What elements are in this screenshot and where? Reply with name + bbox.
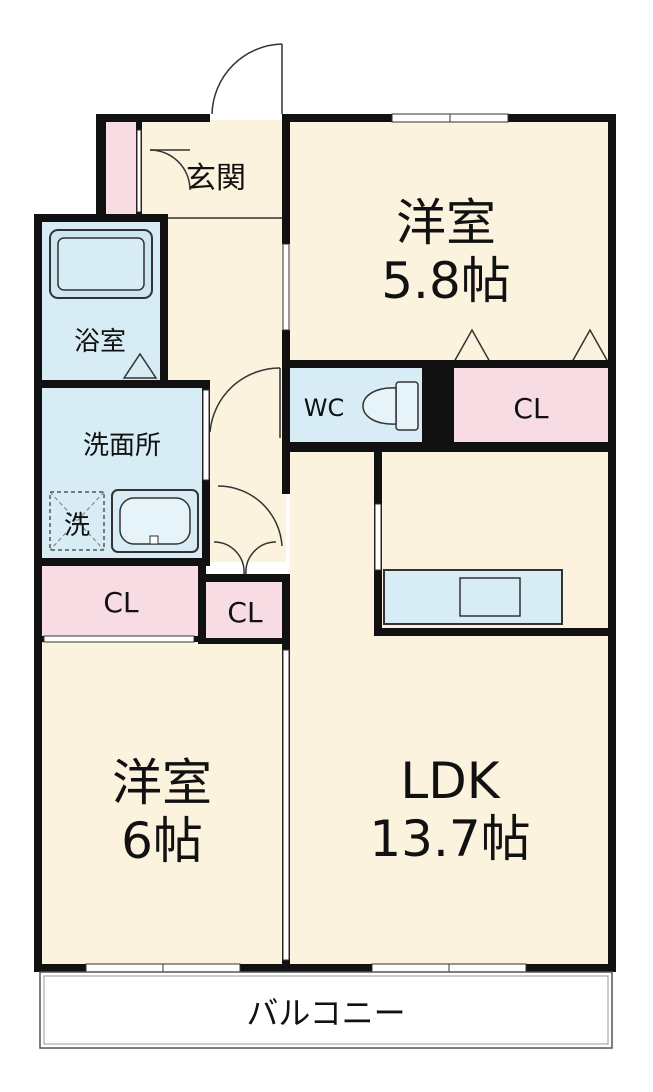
label-cl-2: CL bbox=[103, 586, 139, 619]
washer-diag-1 bbox=[49, 491, 105, 551]
toilet-bowl bbox=[362, 387, 397, 425]
sliding-room1-hall bbox=[282, 243, 290, 331]
washer-diag-2 bbox=[49, 491, 105, 551]
cl-3-door-arc-1 bbox=[213, 541, 245, 575]
label-cl-3: CL bbox=[227, 596, 263, 629]
wall-bath-right bbox=[160, 214, 168, 384]
balcony bbox=[39, 971, 613, 1049]
wall-bath-top bbox=[34, 214, 168, 222]
toilet-tank bbox=[395, 381, 419, 431]
balcony-floor bbox=[40, 972, 612, 1048]
entrance-closet-panel bbox=[136, 129, 142, 213]
wall-kitchen-bottom bbox=[374, 628, 616, 636]
label-western-room-1: 洋室 bbox=[396, 194, 496, 252]
sliding-kitchen bbox=[374, 503, 382, 571]
sliding-cl2 bbox=[43, 635, 195, 643]
label-western-room-1-size: 5.8帖 bbox=[381, 252, 511, 310]
wall-center-lower bbox=[282, 574, 290, 646]
western-room-1-floor bbox=[290, 122, 608, 362]
wall-left-exterior bbox=[34, 214, 42, 972]
kitchen-sink bbox=[459, 577, 521, 617]
fixtures bbox=[49, 229, 610, 625]
windows bbox=[43, 113, 527, 973]
label-wc: WC bbox=[304, 394, 345, 422]
bathtub-inner bbox=[57, 237, 145, 291]
entrance-closet-floor bbox=[106, 122, 136, 216]
sliding-washroom bbox=[202, 389, 210, 481]
wall-right-exterior bbox=[608, 114, 616, 972]
label-entrance: 玄関 bbox=[186, 161, 246, 196]
label-washroom: 洗面所 bbox=[83, 431, 161, 461]
label-western-room-2-size: 6帖 bbox=[121, 812, 203, 870]
label-cl-1: CL bbox=[513, 392, 549, 425]
balcony-outline bbox=[39, 971, 613, 1049]
label-washer: 洗 bbox=[64, 511, 90, 541]
wall-washroom-bottom bbox=[34, 558, 210, 566]
label-ldk: LDK bbox=[400, 752, 500, 810]
faucet bbox=[149, 535, 159, 545]
wall-cl2-right bbox=[198, 558, 206, 640]
balcony-rail bbox=[43, 975, 609, 1045]
label-bath: 浴室 bbox=[74, 327, 126, 357]
wall-wc-bottom bbox=[282, 442, 616, 452]
sliding-room2-ldk bbox=[282, 649, 290, 961]
wall-room1-bottom bbox=[282, 360, 616, 368]
cl-3-floor bbox=[206, 582, 284, 638]
ldk-door-arc bbox=[217, 485, 283, 547]
labels: 玄関 洋室 5.8帖 浴室 WC CL 洗面所 洗 CL CL 洋室 6帖 LD… bbox=[64, 161, 549, 1032]
wall-bottom-exterior bbox=[34, 964, 616, 972]
label-western-room-2: 洋室 bbox=[112, 754, 212, 812]
wall-center-upper bbox=[282, 330, 290, 494]
washroom-door-arc bbox=[209, 367, 281, 433]
wall-cl3-top bbox=[206, 574, 290, 582]
label-ldk-size: 13.7帖 bbox=[369, 810, 530, 868]
cl-2-floor bbox=[42, 566, 198, 636]
label-balcony: バルコニー bbox=[246, 994, 405, 1032]
wall-entrance-top bbox=[96, 114, 210, 122]
wall-entrance-left bbox=[96, 114, 106, 218]
front-door-arc bbox=[211, 43, 283, 115]
cl-1-floor bbox=[454, 368, 608, 442]
bath-door-mark bbox=[122, 352, 158, 379]
cl-3-door-arc-2 bbox=[245, 541, 277, 575]
wall-bath-bottom bbox=[34, 380, 210, 388]
western-room-2-floor bbox=[42, 640, 284, 964]
toilet-partition bbox=[422, 366, 454, 444]
wall-cl3-bottom bbox=[198, 638, 290, 644]
wall-room1-left bbox=[282, 114, 290, 244]
